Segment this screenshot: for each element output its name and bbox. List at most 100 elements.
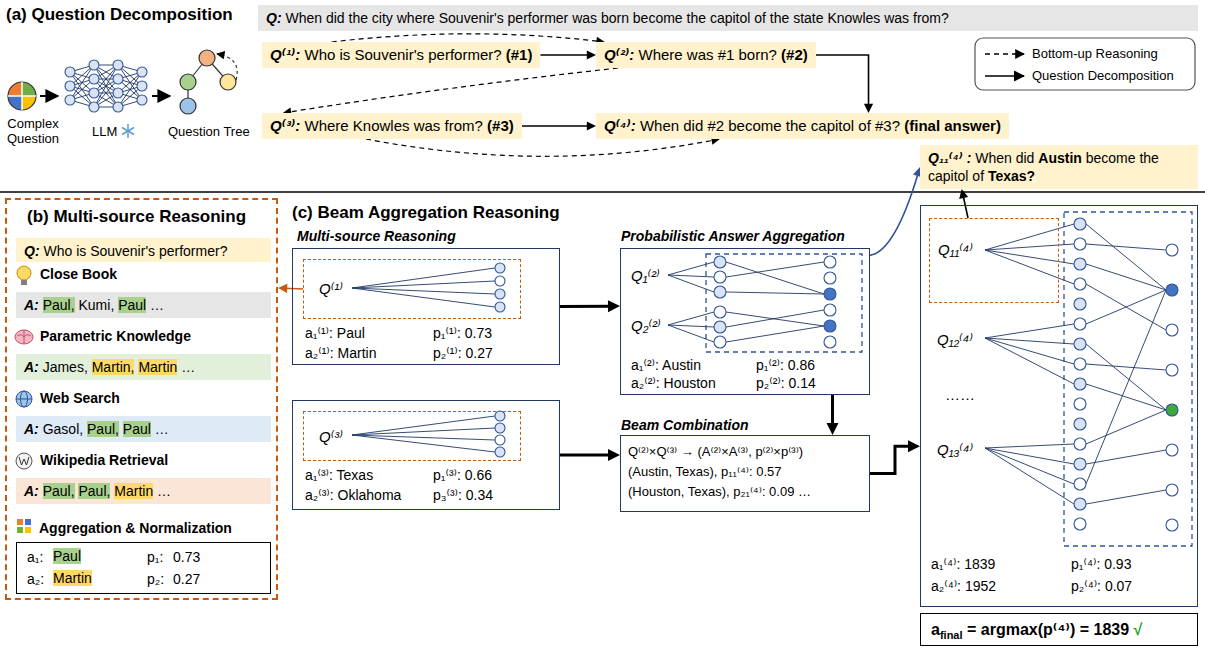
- connector-line: [560, 305, 612, 308]
- fan-line: [94, 65, 118, 107]
- candidate-circle: [824, 272, 836, 284]
- sub-question-box: Q⁽³⁾: Where Knowles was from? (#3): [262, 113, 522, 139]
- candidate-circle: [714, 271, 726, 283]
- fan-line: [668, 262, 714, 275]
- candidate-circle: [1166, 484, 1178, 496]
- candidate-circle: [89, 60, 99, 70]
- question-banner-text: When did the city where Souvenir's perfo…: [285, 10, 948, 26]
- connector-line: [332, 34, 599, 42]
- candidate-group: [1064, 212, 1192, 546]
- reasoning-panel-text: Q₁⁽²⁾: [631, 267, 660, 285]
- flow-arrow: [152, 95, 170, 97]
- label-text: Parametric Knowledge: [40, 328, 191, 344]
- candidate-circle: [137, 81, 147, 91]
- candidate-circle: [1166, 519, 1178, 531]
- reasoning-panel: a₁⁽³⁾: Texasp₁⁽³⁾: 0.66a₂⁽³⁾: Oklahomap₃…: [292, 400, 560, 510]
- divider: [0, 191, 1205, 193]
- reasoning-panel-text: Probabilistic Answer Aggregation: [621, 228, 845, 244]
- sub-question-box-text: Q⁽³⁾:: [270, 117, 300, 134]
- sub-question-box-text: (final answer): [904, 117, 1001, 134]
- sub-question-box-text: Q⁽¹⁾:: [270, 46, 300, 63]
- fan-line: [726, 262, 824, 294]
- sub-question-box-text: Where Knowles was from?: [304, 117, 482, 134]
- answer-row-text: A:: [24, 421, 39, 437]
- connector-line: [816, 55, 869, 107]
- candidate-circle: [89, 88, 99, 98]
- candidate-circle: [824, 288, 836, 300]
- question-group-text: Q⁽³⁾: [319, 428, 343, 446]
- answer-row-text: Kumi,: [78, 297, 114, 313]
- candidate-circle: [714, 321, 726, 333]
- answer-row-text: Paul: [123, 421, 151, 437]
- legend-text: Question Decomposition: [1032, 68, 1174, 83]
- candidate-group: [706, 254, 862, 352]
- label-text: (a) Question Decomposition: [6, 5, 233, 25]
- reasoning-panel-text: a₁⁽¹⁾: Paul: [305, 325, 365, 341]
- connector: [560, 300, 620, 312]
- candidate-circle: [714, 306, 726, 318]
- connector: [283, 68, 618, 116]
- fan-line: [1086, 364, 1166, 370]
- answer-row-text: Paul,: [78, 483, 110, 499]
- fan-line: [668, 312, 714, 325]
- callout-box: Q₁₁⁽⁴⁾ : When did Austin become the capi…: [920, 145, 1198, 189]
- connector-line: [289, 68, 618, 112]
- answer-row: A: Paul, Kumi, Paul …: [16, 292, 271, 318]
- candidate-circle: [1166, 284, 1178, 296]
- reasoning-panel-text: p₃⁽³⁾: 0.34: [433, 487, 493, 503]
- fan-line: [352, 268, 495, 288]
- sub-question-box: Q⁽²⁾: Where was #1 born? (#2): [596, 42, 816, 68]
- answer-row-text: Martin: [138, 359, 177, 375]
- fan-line: [668, 275, 714, 277]
- candidate-circle: [1074, 278, 1086, 290]
- beam-combination-box-text: (Austin, Texas), p₁₁⁽⁴⁾: 0.57: [628, 462, 862, 482]
- candidate-circle: [137, 95, 147, 105]
- final-answer-box-text: a: [931, 621, 940, 638]
- connector-line: [560, 454, 612, 457]
- answer-row-text: James,: [43, 359, 88, 375]
- connector-line: [831, 395, 834, 427]
- reasoning-panel-text: p₁⁽³⁾: 0.66: [433, 467, 492, 483]
- fan-line: [1086, 490, 1166, 504]
- candidate-circle: [1166, 404, 1178, 416]
- aggregation-box-text: Aggregation & Normalization: [39, 520, 232, 536]
- question-group-text: Q⁽¹⁾: [319, 280, 343, 298]
- sub-question-box-text: (#1): [506, 46, 533, 63]
- final-answer-box-text: final: [940, 629, 963, 641]
- legend-text: Bottom-up Reasoning: [1032, 46, 1158, 61]
- fan-line: [985, 444, 1074, 448]
- answer-row-text: A:: [24, 297, 39, 313]
- candidate-circle: [113, 60, 123, 70]
- answer-row: A: Gasol, Paul, Paul …: [16, 416, 271, 442]
- answer-row: A: Paul, Paul, Martin …: [16, 478, 271, 504]
- candidate-circle: [1074, 498, 1086, 510]
- candidate-circle: [113, 102, 123, 112]
- candidate-circle: [1074, 318, 1086, 330]
- candidate-circle: [1074, 378, 1086, 390]
- reasoning-panel: Q₁₂⁽⁴⁾……Q₁₃⁽⁴⁾a₁⁽⁴⁾: 1839p₁⁽⁴⁾: 0.93a₂⁽⁴…: [920, 205, 1198, 607]
- connector-line: [522, 125, 590, 127]
- fan-line: [668, 275, 714, 292]
- answer-row-text: …: [157, 483, 171, 499]
- question-box-text: Who is Souvenir's performer?: [43, 243, 227, 259]
- sub-question-box-text: Q⁽⁴⁾:: [604, 117, 636, 134]
- answer-row-text: Martin,: [92, 359, 135, 375]
- arrowhead: [278, 284, 287, 293]
- reasoning-panel-text: a₁⁽⁴⁾: 1839: [931, 556, 995, 572]
- arrowhead: [959, 189, 968, 199]
- reasoning-panel-text: Multi-source Reasoning: [297, 228, 456, 244]
- candidate-circle: [1166, 244, 1178, 256]
- candidate-circle: [495, 423, 505, 433]
- aggregation-box-text: Martin: [53, 570, 92, 586]
- fan-line: [1086, 450, 1166, 464]
- candidate-circle: [1074, 298, 1086, 310]
- answer-row: A: James, Martin, Martin …: [16, 354, 271, 380]
- connector-line: [870, 446, 912, 473]
- reasoning-panel-text: p₁⁽¹⁾: 0.73: [433, 325, 492, 341]
- fan-line: [1086, 244, 1166, 250]
- fan-line: [726, 310, 824, 327]
- connector: [959, 189, 968, 218]
- connector-line: [870, 173, 918, 255]
- candidate-circle: [1074, 458, 1086, 470]
- reasoning-panel-text: a₁⁽³⁾: Texas: [305, 467, 373, 483]
